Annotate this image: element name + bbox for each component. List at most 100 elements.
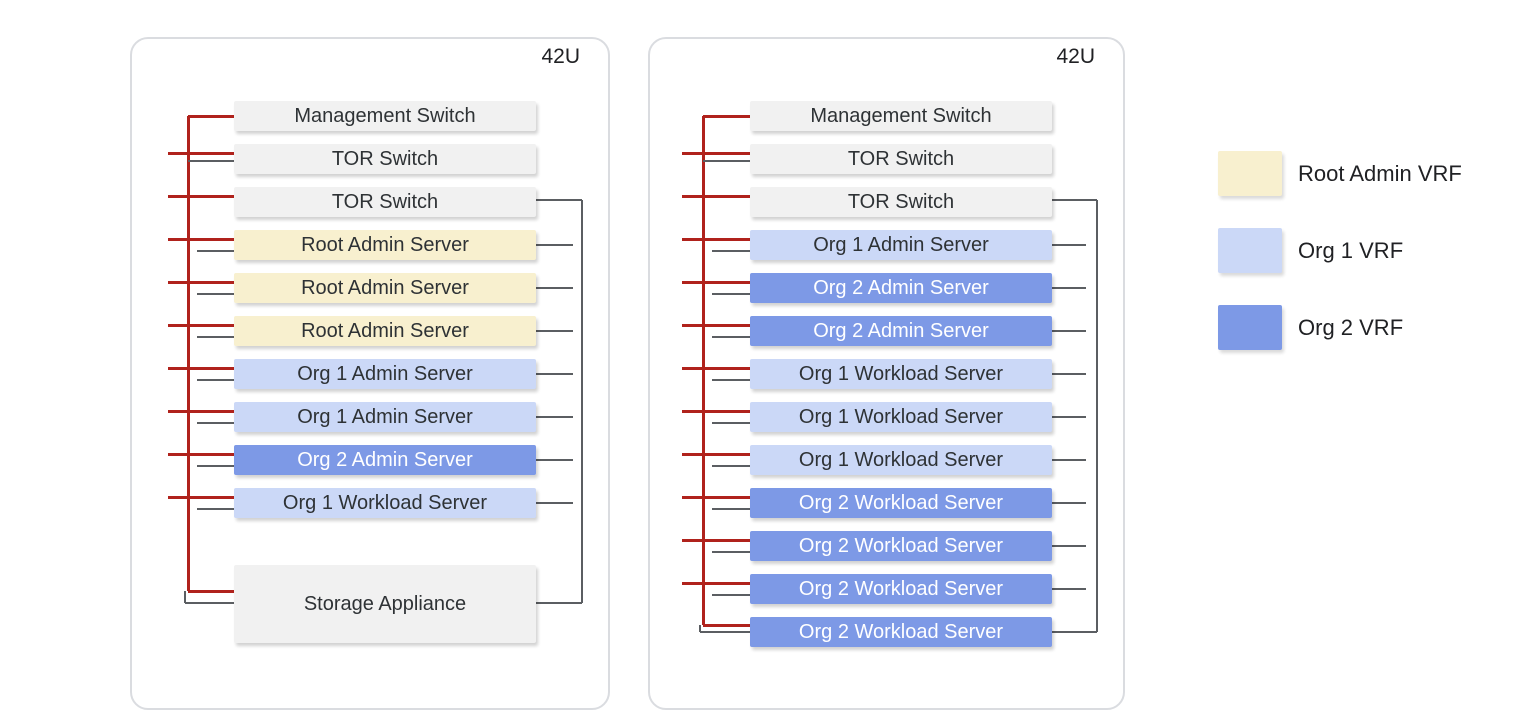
rack-unit-org-1-workload-server: Org 1 Workload Server xyxy=(750,359,1052,389)
rack-unit-org-2-admin-server: Org 2 Admin Server xyxy=(234,445,536,475)
data-network-line xyxy=(197,464,234,468)
rack-unit-org-2-workload-server: Org 2 Workload Server xyxy=(750,617,1052,647)
legend-swatch-org-2-vrf xyxy=(1218,305,1282,350)
rack-unit-org-1-workload-server: Org 1 Workload Server xyxy=(234,488,536,518)
data-network-line xyxy=(536,501,573,505)
management-network-line xyxy=(168,366,234,370)
data-network-line xyxy=(698,625,702,632)
rack-unit-storage-appliance: Storage Appliance xyxy=(234,565,536,643)
rack-unit-org-2-admin-server: Org 2 Admin Server xyxy=(750,273,1052,303)
data-network-line xyxy=(536,329,573,333)
data-network-line xyxy=(1052,198,1097,202)
management-network-line xyxy=(682,280,750,284)
management-network-line xyxy=(682,538,750,542)
data-network-line xyxy=(712,464,750,468)
rack-unit-root-admin-server: Root Admin Server xyxy=(234,316,536,346)
data-network-line xyxy=(712,593,750,597)
data-network-line xyxy=(1052,458,1086,462)
management-network-line xyxy=(703,623,750,627)
rack-unit-org-2-admin-server: Org 2 Admin Server xyxy=(750,316,1052,346)
data-network-line xyxy=(1052,243,1086,247)
management-network-line xyxy=(168,194,234,198)
management-network-line xyxy=(682,452,750,456)
management-network-line xyxy=(168,151,234,155)
rack-unit-org-1-admin-server: Org 1 Admin Server xyxy=(750,230,1052,260)
data-network-line xyxy=(197,421,234,425)
data-network-line xyxy=(197,335,234,339)
data-network-line xyxy=(700,630,750,634)
data-network-line xyxy=(712,335,750,339)
management-network-line xyxy=(701,116,705,625)
data-network-line xyxy=(197,378,234,382)
data-network-line xyxy=(536,372,573,376)
rack-unit-tor-switch: TOR Switch xyxy=(234,144,536,174)
data-network-line xyxy=(712,378,750,382)
data-network-line xyxy=(1052,415,1086,419)
management-network-line xyxy=(682,194,750,198)
data-network-line xyxy=(703,159,750,163)
data-network-line xyxy=(712,550,750,554)
data-network-line xyxy=(197,292,234,296)
rack-unit-management-switch: Management Switch xyxy=(234,101,536,131)
data-network-line xyxy=(1052,372,1086,376)
data-network-line xyxy=(580,200,584,603)
data-network-line xyxy=(1052,501,1086,505)
data-network-line xyxy=(536,601,582,605)
management-network-line xyxy=(186,116,190,591)
management-network-line xyxy=(188,114,234,118)
data-network-line xyxy=(183,591,187,603)
data-network-line xyxy=(536,243,573,247)
management-network-line xyxy=(682,151,750,155)
legend-item-label: Org 2 VRF xyxy=(1298,315,1404,340)
rack-unit-org-2-workload-server: Org 2 Workload Server xyxy=(750,531,1052,561)
management-network-line xyxy=(168,495,234,499)
management-network-line xyxy=(682,495,750,499)
management-network-line xyxy=(682,409,750,413)
rack-unit-org-1-workload-server: Org 1 Workload Server xyxy=(750,445,1052,475)
rack-unit-org-1-workload-server: Org 1 Workload Server xyxy=(750,402,1052,432)
data-network-line xyxy=(536,458,573,462)
legend-swatch-org-1-vrf xyxy=(1218,228,1282,273)
management-network-line xyxy=(168,452,234,456)
data-network-line xyxy=(197,249,234,253)
data-network-line xyxy=(188,159,234,163)
management-network-line xyxy=(168,323,234,327)
data-network-line xyxy=(536,286,573,290)
management-network-line xyxy=(703,114,750,118)
rack-unit-tor-switch: TOR Switch xyxy=(750,187,1052,217)
rack-unit-management-switch: Management Switch xyxy=(750,101,1052,131)
rack-unit-tor-switch: TOR Switch xyxy=(750,144,1052,174)
management-network-line xyxy=(168,280,234,284)
data-network-line xyxy=(712,507,750,511)
data-network-line xyxy=(712,249,750,253)
rack-unit-tor-switch: TOR Switch xyxy=(234,187,536,217)
rack-unit-org-1-admin-server: Org 1 Admin Server xyxy=(234,359,536,389)
legend-item-label: Root Admin VRF xyxy=(1298,161,1462,186)
data-network-line xyxy=(1052,630,1097,634)
data-network-line xyxy=(712,292,750,296)
management-network-line xyxy=(682,323,750,327)
rack-unit-org-2-workload-server: Org 2 Workload Server xyxy=(750,574,1052,604)
rack-unit-org-2-workload-server: Org 2 Workload Server xyxy=(750,488,1052,518)
management-network-line xyxy=(168,409,234,413)
management-network-line xyxy=(682,581,750,585)
management-network-line xyxy=(168,237,234,241)
data-network-line xyxy=(1052,329,1086,333)
data-network-line xyxy=(1095,200,1099,632)
data-network-line xyxy=(712,421,750,425)
data-network-line xyxy=(536,415,573,419)
legend-swatch-root-admin-vrf xyxy=(1218,151,1282,196)
legend-item-label: Org 1 VRF xyxy=(1298,238,1404,263)
rack-unit-root-admin-server: Root Admin Server xyxy=(234,273,536,303)
data-network-line xyxy=(536,198,582,202)
data-network-line xyxy=(197,507,234,511)
data-network-line xyxy=(1052,587,1086,591)
data-network-line xyxy=(1052,544,1086,548)
rack-unit-org-1-admin-server: Org 1 Admin Server xyxy=(234,402,536,432)
management-network-line xyxy=(682,366,750,370)
rack-capacity-label: 42U xyxy=(1056,45,1095,68)
rack-capacity-label: 42U xyxy=(541,45,580,68)
rack-unit-root-admin-server: Root Admin Server xyxy=(234,230,536,260)
management-network-line xyxy=(188,589,234,593)
